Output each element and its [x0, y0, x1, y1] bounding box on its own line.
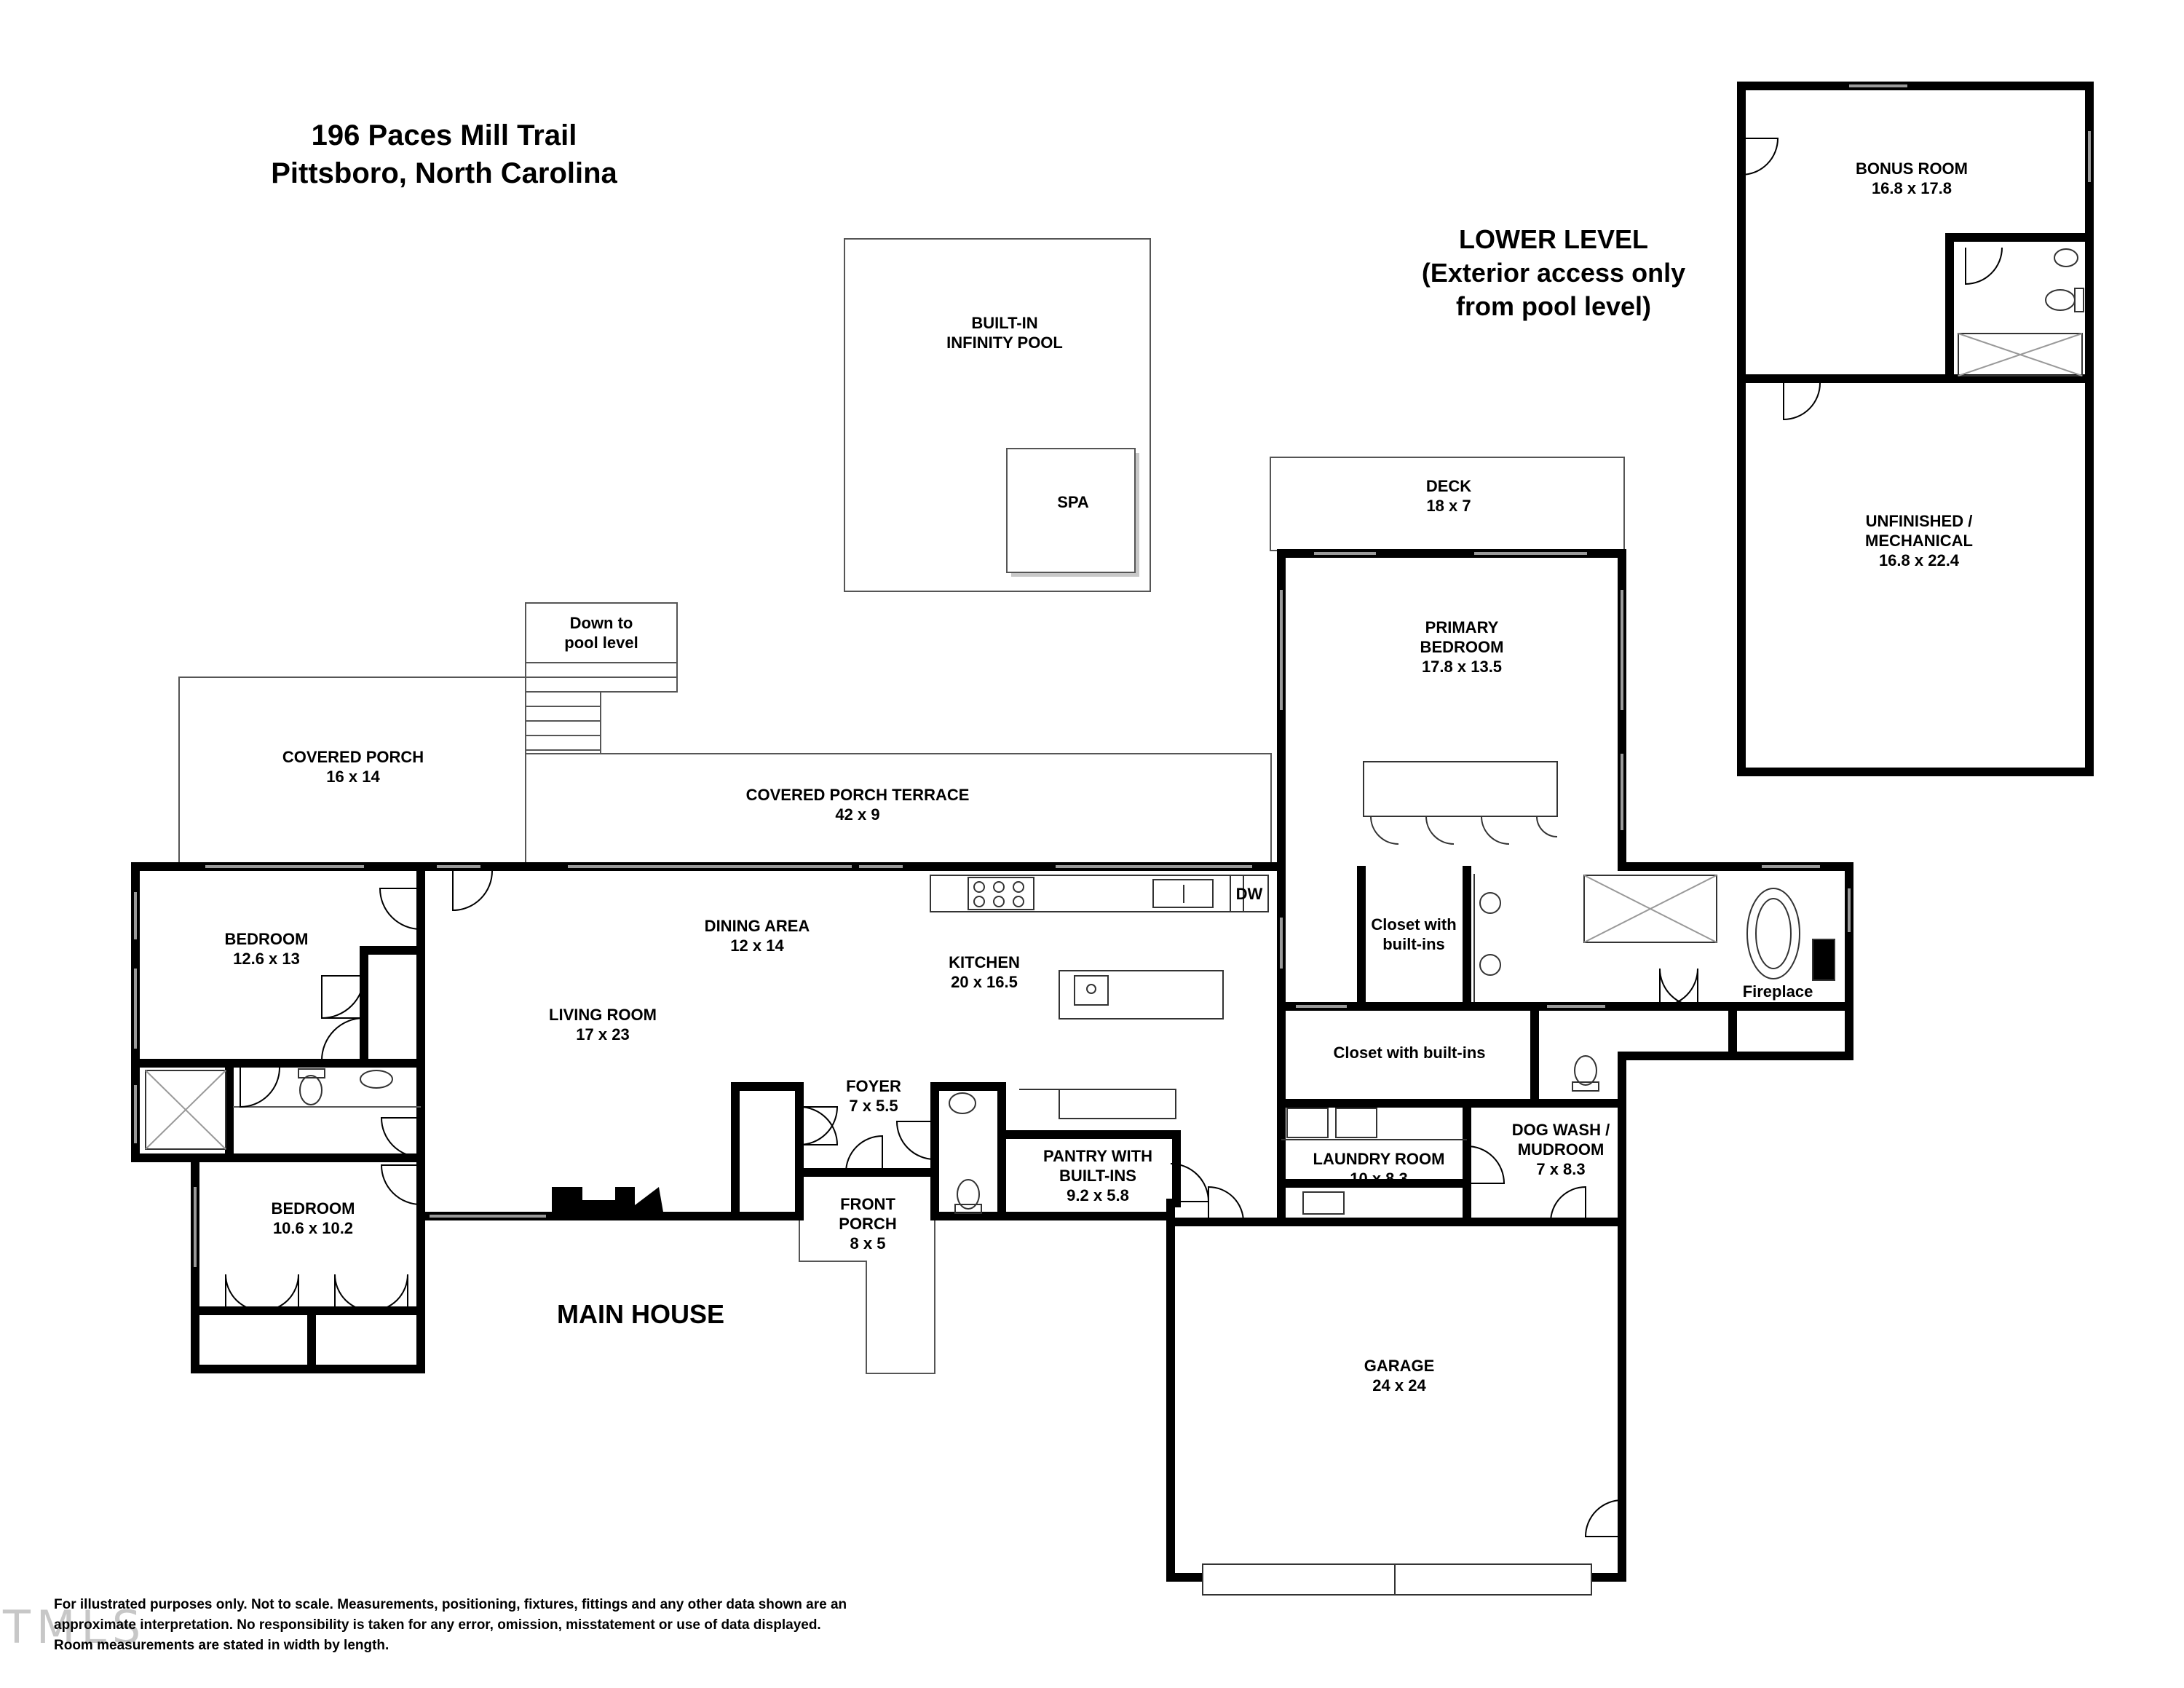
fixtures — [145, 248, 2084, 1596]
disclaimer-line-1: For illustrated purposes only. Not to sc… — [54, 1597, 847, 1612]
fireplace-label: Fireplace — [1742, 982, 1813, 1001]
bedroom-shower — [145, 1070, 226, 1150]
living-fireplace — [552, 1187, 664, 1216]
main-house-label: MAIN HOUSE — [556, 1299, 725, 1329]
dishwasher — [1230, 875, 1269, 912]
bonus-shower — [1958, 333, 2083, 376]
windows — [134, 84, 2091, 1267]
mls-watermark: TMLS — [3, 1601, 147, 1654]
lower-level-heading: LOWER LEVEL (Exterior access only from p… — [1421, 224, 1686, 321]
disclaimer-line-2: approximate interpretation. No responsib… — [54, 1617, 821, 1633]
kitchen-island — [1059, 970, 1224, 1019]
dishwasher-label: DW — [1235, 885, 1263, 903]
property-address: 196 Paces Mill Trail Pittsboro, North Ca… — [271, 117, 617, 192]
primary-shower — [1583, 875, 1717, 943]
address-line-2: Pittsboro, North Carolina — [271, 157, 617, 189]
stair-treads — [526, 662, 677, 754]
front-walk-outline — [799, 1216, 935, 1374]
bathtub — [1746, 888, 1800, 979]
kitchen-sink — [1152, 879, 1214, 908]
address-line-1: 196 Paces Mill Trail — [311, 119, 577, 151]
spa-label: SPA — [1057, 493, 1089, 511]
closet-wide-label: Closet with built-ins — [1333, 1044, 1486, 1062]
island-sink — [1074, 975, 1109, 1006]
solid-fills — [552, 1187, 664, 1216]
range — [968, 877, 1034, 910]
disclaimer: For illustrated purposes only. Not to sc… — [54, 1595, 847, 1656]
kitchen-counter — [930, 875, 1244, 912]
garage-door-right — [1394, 1563, 1592, 1596]
disclaimer-line-3: Room measurements are stated in width by… — [54, 1638, 389, 1653]
primary-bed — [1363, 761, 1558, 817]
doors — [225, 138, 2003, 1537]
pool-outline — [844, 238, 1151, 592]
spa-outline — [1006, 448, 1136, 573]
garage-door-left — [1202, 1563, 1396, 1596]
